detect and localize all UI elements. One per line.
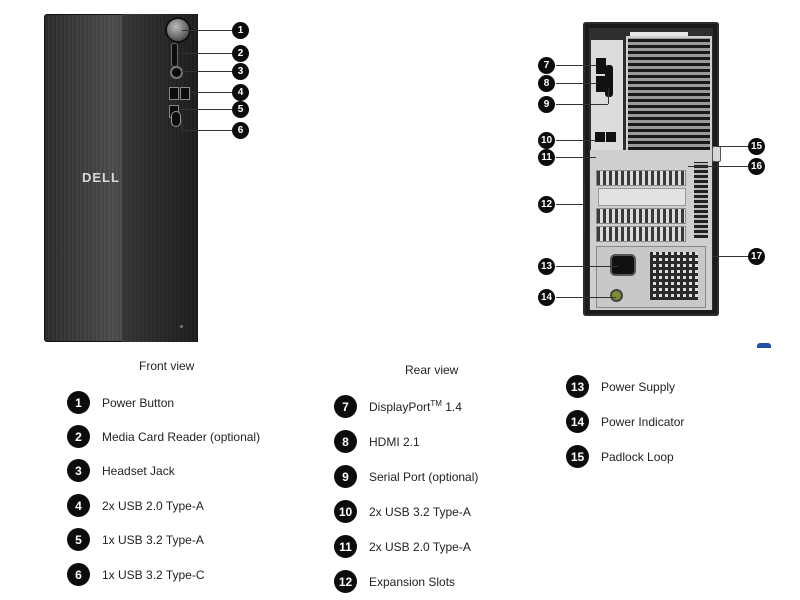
callout-badge: 1 <box>232 22 249 39</box>
legend-number: 6 <box>67 563 90 586</box>
legend-item: 10 2x USB 3.2 Type-A <box>334 500 471 523</box>
rear-fan-vent <box>626 36 712 152</box>
legend-label: HDMI 2.1 <box>369 434 420 449</box>
expansion-slot-graphic <box>598 188 686 206</box>
usb-a-port-graphic <box>606 132 616 142</box>
legend-label: Serial Port (optional) <box>369 469 479 484</box>
padlock-loop-graphic <box>712 146 721 162</box>
legend-number: 12 <box>334 570 357 593</box>
front-led <box>180 325 183 328</box>
legend-label-suffix: 1.4 <box>441 400 462 414</box>
legend-item: 4 2x USB 2.0 Type-A <box>67 494 204 517</box>
legend-label: Expansion Slots <box>369 574 456 589</box>
legend-number: 14 <box>566 410 589 433</box>
trademark-superscript: TM <box>430 399 442 408</box>
legend-item: 12 Expansion Slots <box>334 570 455 593</box>
callout-badge: 10 <box>538 132 555 149</box>
legend-label: 2x USB 2.0 Type-A <box>102 498 204 513</box>
expansion-slot-graphic <box>596 226 686 242</box>
legend-label: Headset Jack <box>102 463 175 478</box>
callout-badge: 2 <box>232 45 249 62</box>
expansion-slot-graphic <box>596 170 686 186</box>
callout-badge: 13 <box>538 258 555 275</box>
legend-number: 1 <box>67 391 90 414</box>
legend-item: 9 Serial Port (optional) <box>334 465 478 488</box>
legend-number: 8 <box>334 430 357 453</box>
dell-logo: DELL <box>82 170 120 185</box>
callout-badge: 5 <box>232 101 249 118</box>
legend-item: 1 Power Button <box>67 391 174 414</box>
legend-number: 15 <box>566 445 589 468</box>
psu-vent <box>650 252 698 300</box>
corner-accent <box>757 343 771 348</box>
legend-label: 1x USB 3.2 Type-C <box>102 567 205 582</box>
callout-badge: 9 <box>538 96 555 113</box>
callout-badge: 12 <box>538 196 555 213</box>
power-socket-graphic <box>612 256 634 274</box>
card-reader-graphic <box>172 44 177 66</box>
callout-badge: 14 <box>538 289 555 306</box>
legend-item: 11 2x USB 2.0 Type-A <box>334 535 471 558</box>
legend-label: 2x USB 2.0 Type-A <box>369 539 471 554</box>
legend-label-text: DisplayPort <box>369 400 431 414</box>
callout-badge: 4 <box>232 84 249 101</box>
front-view-heading: Front view <box>139 359 195 373</box>
legend-number: 3 <box>67 459 90 482</box>
headset-jack-graphic <box>172 68 181 77</box>
legend-number: 2 <box>67 425 90 448</box>
legend-number: 9 <box>334 465 357 488</box>
legend-number: 4 <box>67 494 90 517</box>
legend-label: Padlock Loop <box>601 449 674 464</box>
legend-label: Power Supply <box>601 379 676 394</box>
front-io-panel <box>122 14 198 342</box>
legend-item: 8 HDMI 2.1 <box>334 430 420 453</box>
legend-item: 2 Media Card Reader (optional) <box>67 425 260 448</box>
legend-label: 2x USB 3.2 Type-A <box>369 504 471 519</box>
callout-badge: 15 <box>748 138 765 155</box>
displayport-graphic <box>596 58 606 74</box>
legend-item: 13 Power Supply <box>566 375 675 398</box>
legend-item: 15 Padlock Loop <box>566 445 674 468</box>
rear-view-heading: Rear view <box>405 363 459 377</box>
legend-number: 7 <box>334 395 357 418</box>
legend-item: 3 Headset Jack <box>67 459 175 482</box>
usb-a-port-graphic <box>170 88 178 99</box>
callout-badge: 6 <box>232 122 249 139</box>
callout-badge: 3 <box>232 63 249 80</box>
legend-label: Media Card Reader (optional) <box>102 429 261 444</box>
legend-item: 7 DisplayPortTM 1.4 <box>334 395 462 418</box>
usb-a-port-graphic <box>595 132 605 142</box>
legend-item: 6 1x USB 3.2 Type-C <box>67 563 205 586</box>
power-button-graphic <box>167 19 189 41</box>
callout-badge: 7 <box>538 57 555 74</box>
usb-a-port-graphic <box>170 106 178 117</box>
hdmi-graphic <box>596 76 606 92</box>
side-vent <box>694 162 708 238</box>
usb-a-port-graphic <box>181 88 189 99</box>
legend-item: 14 Power Indicator <box>566 410 684 433</box>
legend-number: 10 <box>334 500 357 523</box>
legend-item: 5 1x USB 3.2 Type-A <box>67 528 204 551</box>
legend-number: 5 <box>67 528 90 551</box>
power-indicator-graphic <box>612 291 621 300</box>
callout-badge: 8 <box>538 75 555 92</box>
legend-number: 13 <box>566 375 589 398</box>
callout-badge: 17 <box>748 248 765 265</box>
legend-label: Power Button <box>102 395 175 410</box>
legend-number: 11 <box>334 535 357 558</box>
callout-badge: 16 <box>748 158 765 175</box>
legend-label: 1x USB 3.2 Type-A <box>102 532 204 547</box>
legend-label: Power Indicator <box>601 414 685 429</box>
expansion-slot-graphic <box>596 208 686 224</box>
serial-port-graphic <box>605 65 613 97</box>
callout-badge: 11 <box>538 149 555 166</box>
legend-label: DisplayPortTM 1.4 <box>369 399 462 414</box>
usb-c-port-graphic <box>172 112 180 126</box>
